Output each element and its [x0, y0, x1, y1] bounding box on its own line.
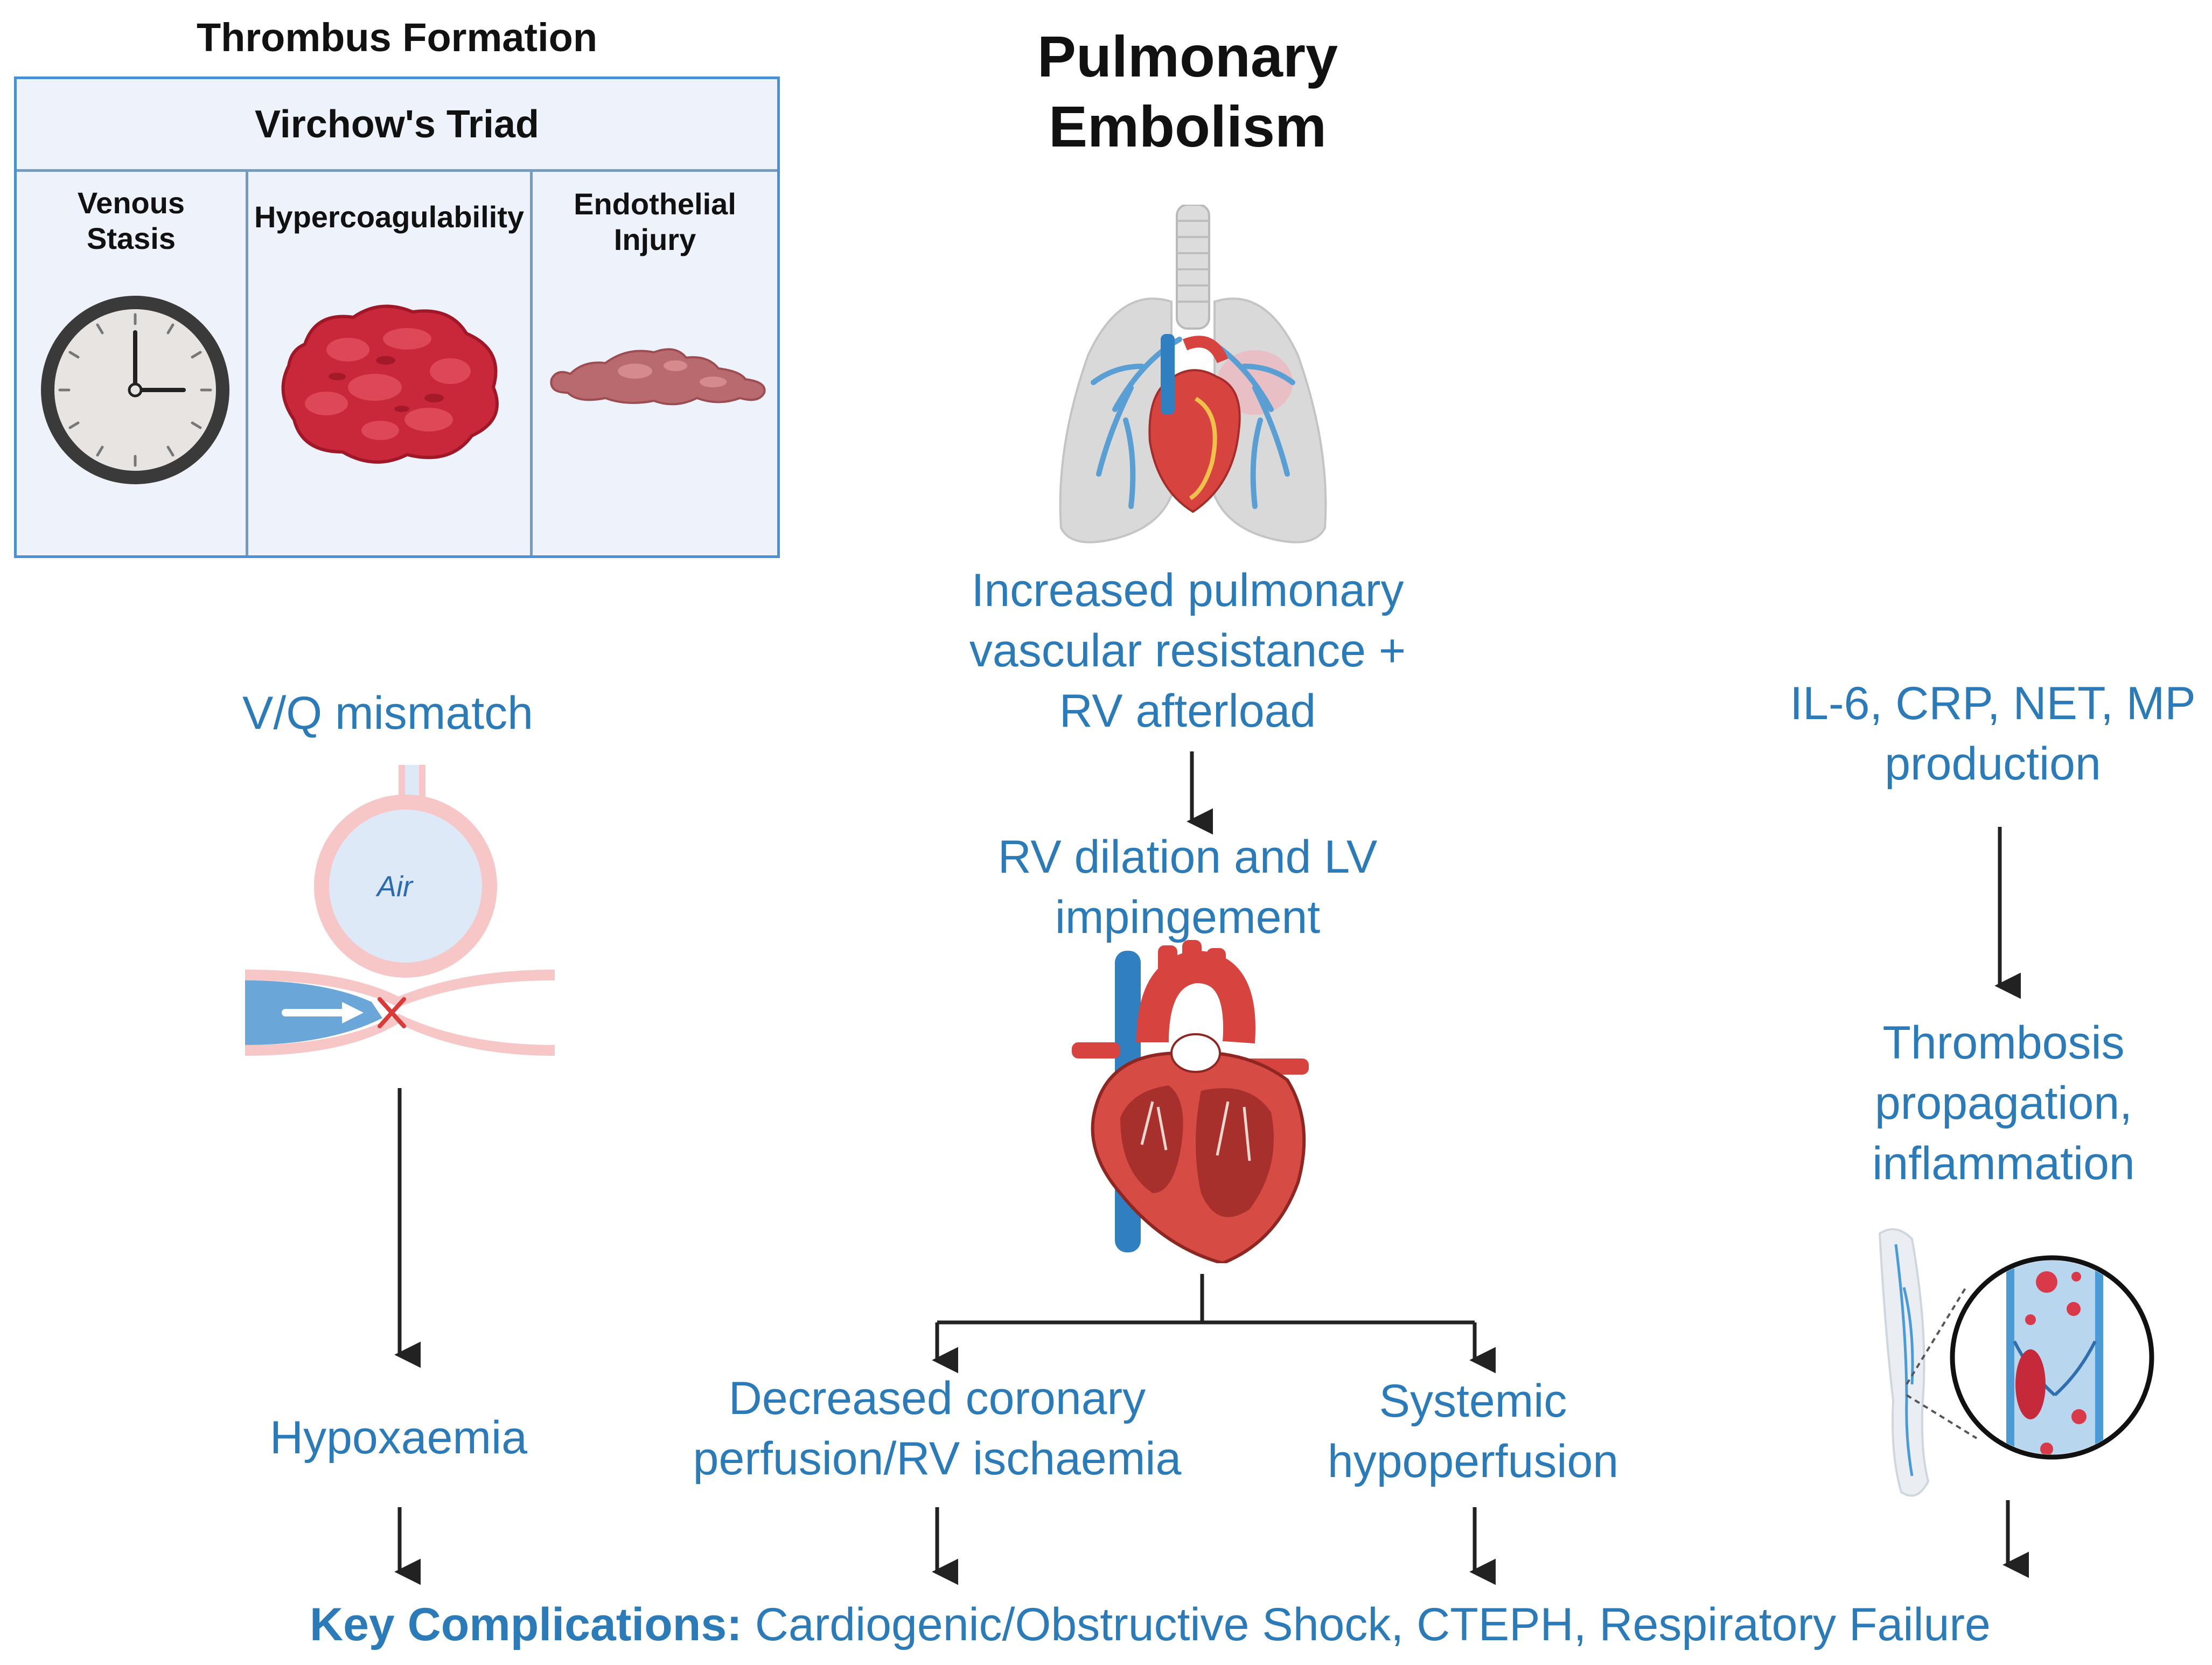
pvr-rv-afterload-text: Increased pulmonary vascular resistance …: [883, 560, 1492, 741]
thrombosis-inflammation-text: Thrombosis propagation, inflammation: [1799, 1013, 2208, 1194]
blood-clot-icon: [281, 304, 499, 464]
text-line: RV afterload: [1059, 685, 1316, 737]
virchows-triad-box: Virchow's Triad Venous Stasis: [14, 76, 780, 558]
label-line: Venous: [77, 186, 185, 220]
text-line: impingement: [1055, 891, 1321, 943]
endothelial-injury-column: Endothelial Injury: [533, 169, 777, 555]
text-line: Decreased coronary: [728, 1373, 1146, 1424]
column-divider: [530, 169, 533, 555]
key-complications-label: Key Complications:: [310, 1599, 742, 1650]
text-line: production: [1885, 738, 2101, 790]
cytokine-production-text: IL-6, CRP, NET, MP production: [1777, 673, 2208, 794]
vq-mismatch-text: V/Q mismatch: [242, 687, 533, 739]
hypoxaemia-text: Hypoxaemia: [270, 1412, 527, 1464]
heart-cross-section-icon: [1072, 940, 1309, 1263]
title-line: Pulmonary: [1037, 24, 1338, 89]
label-line: Injury: [613, 222, 696, 256]
virchows-triad-title: Virchow's Triad: [17, 79, 777, 172]
alveolus-capillary-icon: [245, 765, 555, 1056]
text-line: Increased pulmonary: [971, 565, 1404, 616]
text-line: vascular resistance +: [969, 625, 1406, 677]
column-divider: [246, 169, 248, 555]
key-complications: Key Complications: Cardiogenic/Obstructi…: [310, 1598, 1991, 1652]
venous-stasis-column: Venous Stasis: [17, 169, 246, 555]
main-title: Pulmonary Embolism: [937, 22, 1438, 162]
venous-stasis-label: Venous Stasis: [17, 185, 246, 256]
title-line: Embolism: [1048, 94, 1327, 159]
label-line: Stasis: [87, 221, 176, 255]
air-label: Air: [377, 870, 413, 903]
text-line: hypoperfusion: [1327, 1436, 1619, 1487]
lungs-heart-icon: [1059, 205, 1327, 544]
rv-dilation-text: RV dilation and LV impingement: [883, 827, 1492, 948]
text-line: RV dilation and LV: [997, 831, 1378, 883]
text-line: Thrombosis: [1882, 1017, 2125, 1069]
text-line: perfusion/RV ischaemia: [693, 1433, 1182, 1485]
branch-connector: [937, 1274, 1475, 1325]
coronary-perfusion-text: Decreased coronary perfusion/RV ischaemi…: [636, 1368, 1239, 1489]
endothelial-injury-label: Endothelial Injury: [533, 186, 777, 257]
leg-vein-thrombus-icon: [1878, 1228, 2154, 1497]
damaged-tissue-icon: [550, 348, 766, 406]
systemic-hypoperfusion-text: Systemic hypoperfusion: [1271, 1371, 1675, 1492]
text-line: propagation,: [1874, 1077, 2133, 1129]
label-line: Endothelial: [574, 187, 736, 221]
hypercoagulability-label: Hypercoagulability: [254, 200, 525, 234]
text-line: Systemic: [1379, 1375, 1567, 1427]
key-complications-list: Cardiogenic/Obstructive Shock, CTEPH, Re…: [742, 1599, 1991, 1650]
text-line: IL-6, CRP, NET, MP: [1790, 678, 2196, 729]
text-line: inflammation: [1872, 1138, 2135, 1189]
clock-icon: [41, 296, 229, 484]
thrombus-formation-title: Thrombus Formation: [196, 15, 598, 60]
hypercoagulability-column: Hypercoagulability: [248, 169, 530, 555]
